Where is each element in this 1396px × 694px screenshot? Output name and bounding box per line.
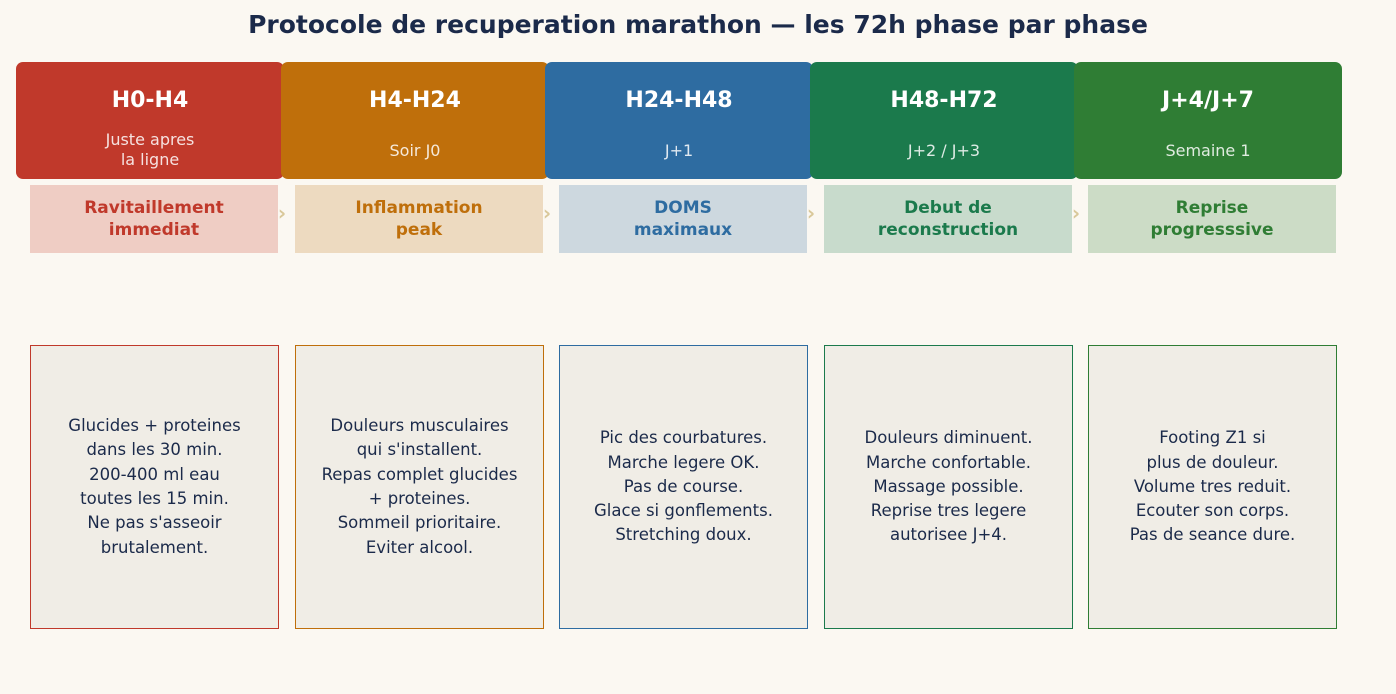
phase-detail-box: Douleurs musculaires qui s'installent. R… [295, 345, 544, 629]
phase-detail-box: Douleurs diminuent. Marche confortable. … [824, 345, 1073, 629]
phase-when: Soir J0 [389, 141, 441, 160]
phase-range: J+4/J+7 [1162, 88, 1254, 113]
chevron-right-icon: › [542, 201, 552, 225]
phase-header: H24-H48 J+1 [545, 62, 813, 179]
chevron-right-icon: › [1071, 201, 1081, 225]
phase-detail-box: Pic des courbatures. Marche legere OK. P… [559, 345, 808, 629]
phase-label: Ravitaillement immediat [30, 185, 278, 253]
phase-label: DOMS maximaux [559, 185, 807, 253]
phase-header: H0-H4 Juste apres la ligne [16, 62, 284, 179]
phase-when: Juste apres la ligne [105, 130, 195, 169]
phase-range: H4-H24 [369, 88, 461, 113]
phase-detail-box: Footing Z1 si plus de douleur. Volume tr… [1088, 345, 1337, 629]
phase-header: H48-H72 J+2 / J+3 [810, 62, 1078, 179]
phase-when: J+2 / J+3 [907, 141, 981, 160]
phase-detail-box: Glucides + proteines dans les 30 min. 20… [30, 345, 279, 629]
diagram-title: Protocole de recuperation marathon — les… [248, 10, 1148, 39]
chevron-right-icon: › [277, 201, 287, 225]
phase-range: H0-H4 [111, 88, 189, 113]
phase-header: H4-H24 Soir J0 [281, 62, 549, 179]
phase-header: J+4/J+7 Semaine 1 [1074, 62, 1342, 179]
phase-when: J+1 [664, 141, 694, 160]
chevron-right-icon: › [806, 201, 816, 225]
phase-label: Inflammation peak [295, 185, 543, 253]
phase-range: H24-H48 [625, 88, 733, 113]
phase-when: Semaine 1 [1165, 141, 1251, 160]
phase-range: H48-H72 [890, 88, 998, 113]
phase-label: Debut de reconstruction [824, 185, 1072, 253]
phase-label: Reprise progresssive [1088, 185, 1336, 253]
